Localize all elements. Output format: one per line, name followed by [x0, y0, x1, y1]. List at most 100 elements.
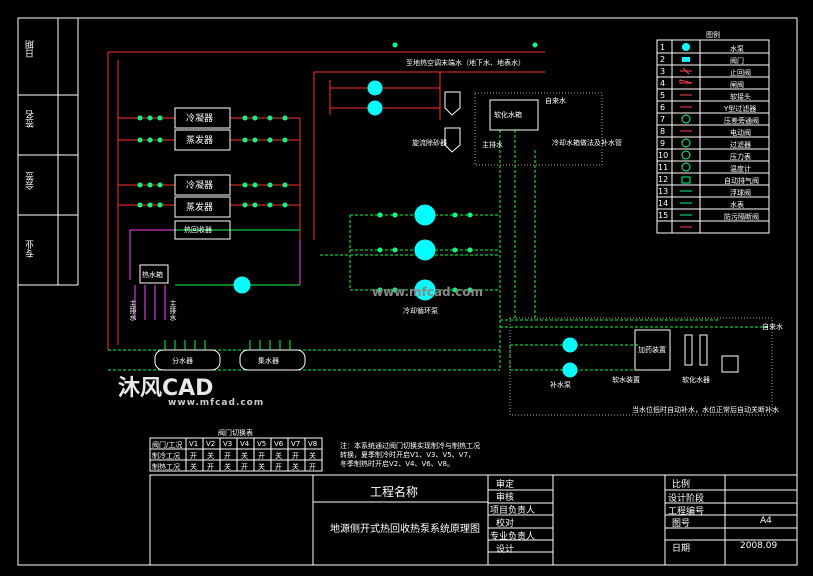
- user-note: 至地热空调末端水（地下水、地表水）: [406, 59, 525, 67]
- dosing-label: 加药装置: [638, 346, 666, 354]
- main-water-label: 主排水: [482, 141, 503, 149]
- role-project-lead: 项目负责人: [490, 506, 536, 516]
- valve-table-cell: 开: [292, 452, 299, 460]
- legend-label: 闸阀: [730, 81, 744, 89]
- side-label-date: 日期: [26, 40, 36, 58]
- tap-water-2-label: 自来水: [762, 323, 783, 331]
- drain-1-label: 主排水: [129, 300, 137, 321]
- valve-table-cell: 关: [224, 463, 231, 471]
- valve-table-cell: 关: [309, 452, 316, 460]
- valve-table-cell: 关: [207, 452, 214, 460]
- valve-table-header-cell: V6: [274, 440, 284, 448]
- watermark-url: www.mfcad.com: [168, 398, 265, 408]
- role-check: 校对: [496, 519, 515, 529]
- valve-table-cell: 关: [190, 463, 197, 471]
- legend-num: 5: [660, 91, 666, 100]
- legend-label: 过滤器: [730, 141, 751, 149]
- legend-num: 8: [660, 127, 666, 136]
- legend-label: 软接头: [730, 93, 751, 101]
- legend-label: Y型过滤器: [724, 105, 757, 113]
- role-approve: 审定: [496, 480, 515, 490]
- valve-table-cell: 关: [258, 463, 265, 471]
- cooling-pump-label: 冷却循环泵: [403, 307, 438, 315]
- valve-table-header-cell: V8: [308, 440, 318, 448]
- valve-table-header-cell: V4: [240, 440, 250, 448]
- valve-table-cell: 制热工况: [152, 463, 180, 471]
- tap-water-label: 自来水: [545, 97, 566, 105]
- valve-table-cell: 关: [241, 452, 248, 460]
- water-tank-label: 软化水箱: [494, 111, 522, 119]
- valve-table-cell: 制冷工况: [152, 452, 180, 460]
- legend-label: 压力表: [730, 153, 751, 161]
- valve-table-cell: 开: [258, 452, 265, 460]
- drawing-name: 地源侧开式热回收热泵系统原理图: [330, 524, 480, 535]
- legend-label: 温度计: [730, 165, 751, 173]
- soft-device-label: 软水装置: [612, 376, 640, 384]
- legend-title: 图例: [706, 31, 720, 39]
- valve-table-cell: 开: [224, 452, 231, 460]
- valve-table-cell: 开: [190, 452, 197, 460]
- valve-table-cell: 开: [207, 463, 214, 471]
- legend-num: 2: [660, 55, 666, 64]
- watermark-center: www.mfcad.com: [372, 285, 483, 299]
- legend-label: 止回阀: [730, 69, 751, 77]
- condenser-2-label: 冷凝器: [186, 181, 214, 191]
- sand-filter-label: 旋流除砂器: [412, 139, 447, 147]
- softener-label: 软化水器: [682, 376, 710, 384]
- side-label-sign: 签名: [26, 110, 36, 128]
- notes: 注：本系统通过阀门切换实现制冷与制热工况转换，夏季制冷时开启V1、V3、V5、V…: [340, 442, 480, 468]
- return-header-label: 集水器: [258, 357, 279, 365]
- legend-num: 10: [658, 151, 669, 160]
- date-label: 日期: [672, 544, 691, 554]
- heat-recovery-label: 热回收器: [184, 226, 212, 234]
- valve-table-header-cell: V1: [189, 440, 199, 448]
- legend-num: 14: [658, 199, 669, 208]
- valve-table-cell: 关: [275, 452, 282, 460]
- legend-label: 防污隔断阀: [724, 213, 759, 221]
- evaporator-2-label: 蒸发器: [186, 203, 214, 213]
- watermark-logo: 沐风CAD: [118, 376, 214, 401]
- valve-table-cell: 开: [275, 463, 282, 471]
- supply-header-label: 分水器: [172, 357, 193, 365]
- valve-table-cell: 开: [241, 463, 248, 471]
- legend-num: 11: [658, 163, 669, 172]
- legend-label: 水表: [730, 201, 744, 209]
- stage-label: 设计阶段: [668, 494, 705, 504]
- side-label-countersign: 会签: [26, 172, 36, 190]
- legend-label: 阀门: [730, 57, 744, 65]
- hot-tank-label: 热水箱: [142, 271, 163, 279]
- role-design: 设计: [496, 545, 515, 555]
- valve-table-header-cell: 阀门/工况: [152, 441, 183, 449]
- valve-table-header-cell: V3: [223, 440, 233, 448]
- valve-table-header-cell: V7: [291, 440, 301, 448]
- valve-table-header-cell: V5: [257, 440, 267, 448]
- drawing-no-value: A4: [760, 516, 772, 526]
- legend-num: 9: [660, 139, 666, 148]
- drawing-no-label: 图号: [672, 519, 691, 529]
- date-value: 2008.09: [740, 541, 778, 551]
- side-label-discipline: 专业: [26, 240, 36, 258]
- role-discipline-lead: 专业负责人: [490, 532, 536, 542]
- condenser-1-label: 冷凝器: [186, 114, 214, 124]
- legend-num: 7: [660, 115, 666, 124]
- legend-label: 压差旁通阀: [724, 117, 759, 125]
- legend-label: 水泵: [730, 45, 744, 53]
- legend-label: 电动阀: [730, 129, 751, 137]
- tank-note: 冷却水箱做法及补水管: [552, 139, 622, 147]
- valve-table-title: 阀门切换表: [218, 429, 253, 437]
- legend-num: 6: [660, 103, 666, 112]
- legend-num: 1: [660, 43, 666, 52]
- valve-table-header-cell: V2: [206, 440, 216, 448]
- legend-num: 15: [658, 211, 669, 220]
- valve-table-cell: 关: [292, 463, 299, 471]
- legend-num: 13: [658, 187, 669, 196]
- legend-label: 自动排气阀: [724, 177, 759, 185]
- scale-label: 比例: [672, 480, 691, 490]
- makeup-note: 当水位低时自动补水，水位正常后自动关断补水: [632, 406, 779, 414]
- legend-num: 12: [658, 175, 669, 184]
- role-review: 审核: [496, 493, 515, 503]
- makeup-pump-label: 补水泵: [550, 381, 571, 389]
- project-name-label: 工程名称: [370, 485, 419, 499]
